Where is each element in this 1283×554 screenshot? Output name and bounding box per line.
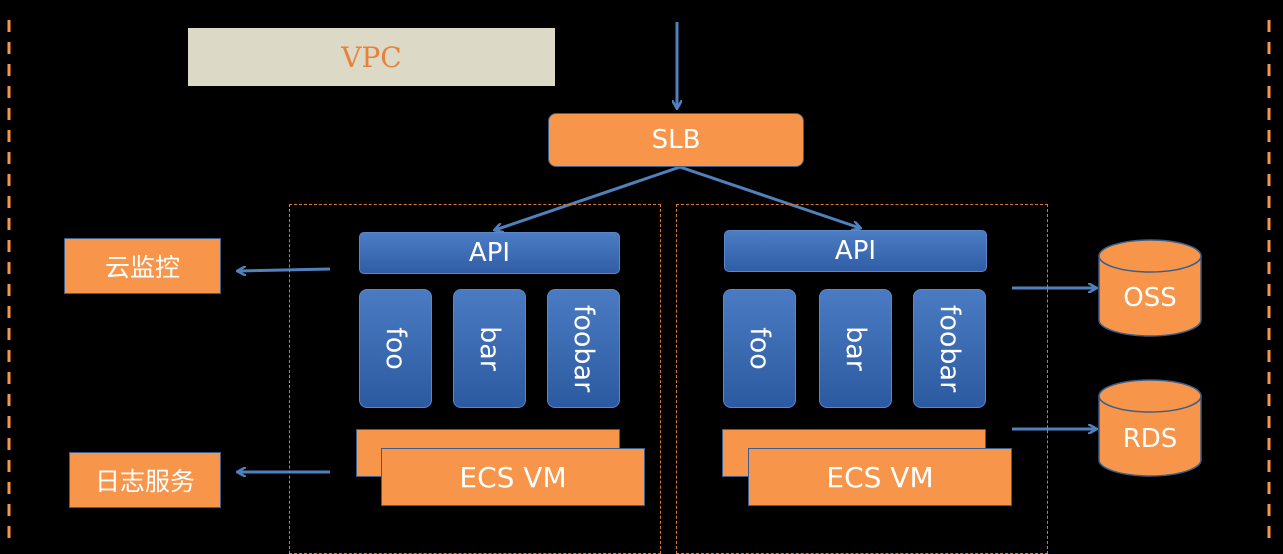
rds-label: RDS (1122, 424, 1178, 454)
oss-database-icon: OSS (1097, 238, 1203, 338)
module-bar-left: bar (453, 289, 526, 408)
log-service-node: 日志服务 (69, 452, 221, 508)
module-foobar-right: foobar (913, 289, 986, 408)
ecs-vm-front-left: ECS VM (381, 448, 645, 506)
slb-to-api-right (679, 165, 860, 228)
module-foo-right: foo (723, 289, 796, 408)
rds-database-icon: RDS (1097, 378, 1203, 478)
arrow-to-monitor (238, 269, 331, 271)
oss-label: OSS (1123, 283, 1177, 313)
api-node-left: API (359, 232, 620, 274)
module-bar-right: bar (819, 289, 892, 408)
ecs-vm-front-right: ECS VM (748, 448, 1012, 506)
module-foobar-left: foobar (547, 289, 620, 408)
api-node-right: API (724, 230, 987, 272)
cloud-monitor-node: 云监控 (64, 238, 221, 294)
slb-node: SLB (548, 113, 804, 167)
vpc-label: VPC (188, 28, 555, 86)
module-foo-left: foo (359, 289, 432, 408)
slb-to-api-left (495, 165, 681, 230)
